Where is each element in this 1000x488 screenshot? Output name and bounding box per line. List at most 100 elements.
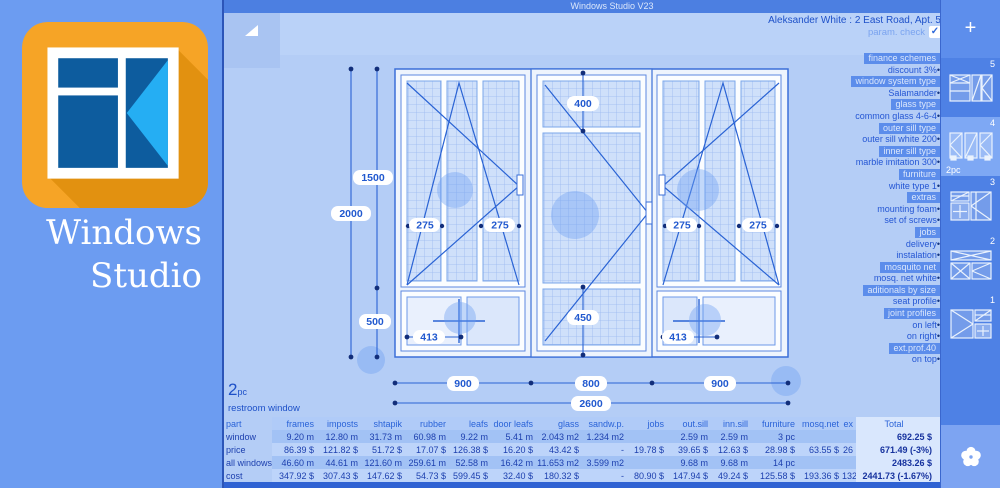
center-door[interactable] <box>530 68 653 358</box>
rail-thumb-5[interactable]: 5 <box>941 58 1000 117</box>
piece-count-number: 2 <box>228 380 238 399</box>
dim-275-2[interactable]: 275 <box>484 218 515 232</box>
cell: 2.59 m <box>711 430 751 443</box>
bullet-marker: • <box>936 250 940 261</box>
piece-count: 2pc <box>228 380 247 400</box>
rail-thumb-3[interactable]: 3 <box>941 176 1000 235</box>
sidebar-row: window system type <box>640 74 940 88</box>
sidebar-section-inner-sill-type[interactable]: inner sill type <box>879 145 940 157</box>
sidebar-section-joint-profiles[interactable]: joint profiles <box>883 308 940 320</box>
sidebar-value-instalation[interactable]: instalation <box>896 250 937 261</box>
cell: 52.58 m <box>449 456 491 469</box>
sidebar-section-outer-sill-type[interactable]: outer sill type <box>878 122 940 134</box>
sidebar-section-window-system-type[interactable]: window system type <box>851 76 940 88</box>
cell <box>627 430 667 443</box>
cell: 347.92 $ <box>272 469 317 482</box>
cell: 9.68 m <box>711 456 751 469</box>
dim-450[interactable]: 450 <box>567 310 599 325</box>
cell: 147.62 $ <box>361 469 405 482</box>
left-sash[interactable] <box>400 74 526 288</box>
sidebar-section-extras[interactable]: extras <box>907 192 940 204</box>
sidebar-value-on-top[interactable]: on top <box>911 354 937 365</box>
sidebar-section-glass-type[interactable]: glass type <box>891 99 940 111</box>
right-sash[interactable] <box>656 74 782 288</box>
dim-2600[interactable]: 2600 <box>571 396 611 411</box>
sidebar-row: set of screws• <box>640 213 940 225</box>
cell: 259.61 m <box>405 456 449 469</box>
sidebar-value-seat-profile[interactable]: seat profile <box>892 296 937 307</box>
dim-400[interactable]: 400 <box>567 96 599 111</box>
rail-thumb-1[interactable]: 1 <box>941 294 1000 353</box>
sidebar-value-white-type-1[interactable]: white type 1 <box>888 180 937 191</box>
window-name[interactable]: restroom window <box>228 403 300 414</box>
dim-413-right[interactable]: 413 <box>662 330 694 344</box>
dim-2000[interactable]: 2000 <box>331 206 371 221</box>
bullet-marker: • <box>936 180 940 191</box>
dim-800[interactable]: 800 <box>575 376 607 391</box>
client-info[interactable]: Aleksander White : 2 East Road, Apt. 5 <box>768 15 941 26</box>
svg-text:413: 413 <box>420 332 438 344</box>
param-check-checkbox[interactable]: ✓ <box>929 26 941 38</box>
settings-button[interactable] <box>941 425 1000 488</box>
col-header-ex: ex <box>842 417 856 430</box>
dim-275-3[interactable]: 275 <box>666 218 697 232</box>
sidebar-section-aditionals-by-size[interactable]: aditionals by size <box>863 284 940 296</box>
dimension-dots <box>348 66 791 406</box>
col-header-total: Total <box>856 417 940 430</box>
svg-text:413: 413 <box>669 332 687 344</box>
panel-divider <box>222 0 224 488</box>
window-blueprint: 2000 1500 500 400 450 275 275 275 275 41… <box>331 66 801 411</box>
sidebar-value-outer-sill-white-200[interactable]: outer sill white 200 <box>862 134 937 145</box>
rail-thumb-2[interactable]: 2 <box>941 235 1000 294</box>
svg-text:800: 800 <box>582 378 600 390</box>
sidebar-value-salamander[interactable]: Salamander <box>888 87 937 98</box>
sidebar-section-jobs[interactable]: jobs <box>915 226 940 238</box>
bullet-marker: • <box>936 296 940 307</box>
col-header-sandw-p: sandw.p. <box>582 417 627 430</box>
dim-1500[interactable]: 1500 <box>353 170 393 185</box>
sidebar-row: discount 3%• <box>640 63 940 75</box>
sidebar-value-mosq-net-white[interactable]: mosq. net white <box>873 273 937 284</box>
dim-900-left[interactable]: 900 <box>447 376 479 391</box>
sidebar-row: on left• <box>640 318 940 330</box>
add-window-button[interactable]: + <box>941 0 1000 58</box>
dim-275-4[interactable]: 275 <box>742 218 773 232</box>
sidebar-value-delivery[interactable]: delivery <box>905 238 937 249</box>
cell: 86.39 $ <box>272 443 317 456</box>
dim-500[interactable]: 500 <box>359 314 391 329</box>
sidebar-value-on-left[interactable]: on left <box>912 319 937 330</box>
sidebar-value-mounting-foam[interactable]: mounting foam <box>877 203 937 214</box>
cell: 180.32 $ <box>536 469 582 482</box>
collapse-button[interactable] <box>224 13 280 68</box>
svg-text:275: 275 <box>491 220 509 232</box>
cell: 9.68 m <box>667 456 711 469</box>
dim-275-1[interactable]: 275 <box>409 218 440 232</box>
sidebar-value-on-right[interactable]: on right <box>906 331 937 342</box>
col-header-inn-sill: inn.sill <box>711 417 751 430</box>
dim-413-left[interactable]: 413 <box>413 330 445 344</box>
sidebar-section-mosquito-net[interactable]: mosquito net <box>880 261 940 273</box>
cell <box>798 456 842 469</box>
svg-text:1500: 1500 <box>361 172 385 184</box>
bullet-marker: • <box>936 87 940 98</box>
cell <box>798 430 842 443</box>
sidebar-value-common-glass-4-6-4[interactable]: common glass 4-6-4 <box>855 110 937 121</box>
bullet-marker: • <box>936 64 940 75</box>
cell: 2.59 m <box>667 430 711 443</box>
sidebar-value-discount-3[interactable]: discount 3% <box>887 64 937 75</box>
app-icon <box>22 22 208 208</box>
sidebar-row: ext.prof.40 <box>640 341 940 354</box>
sidebar-section-furniture[interactable]: furniture <box>898 168 940 180</box>
sidebar-value-set-of-screws[interactable]: set of screws <box>884 215 937 226</box>
sidebar-section-finance-schemes[interactable]: finance schemes <box>864 53 940 64</box>
dim-900-right[interactable]: 900 <box>704 376 736 391</box>
bullet-marker: • <box>936 238 940 249</box>
sidebar-value-marble-imitation-300[interactable]: marble imitation 300 <box>855 157 937 168</box>
sidebar-row: furniture <box>640 167 940 180</box>
sidebar-section-ext-prof-40[interactable]: ext.prof.40 <box>889 342 940 354</box>
left-lower-panels[interactable] <box>400 290 526 352</box>
